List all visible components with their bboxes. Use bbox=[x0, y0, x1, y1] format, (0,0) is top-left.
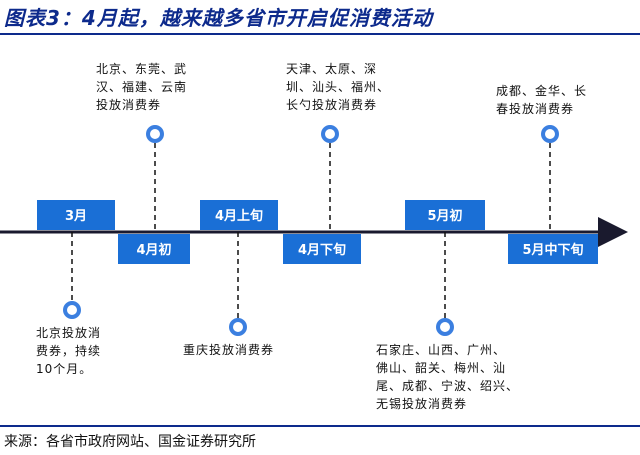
period-label-5-early: 5月初 bbox=[427, 208, 462, 224]
marker-ring-4-upper bbox=[229, 318, 247, 336]
marker-ring-3 bbox=[63, 301, 81, 319]
period-box-4-late bbox=[283, 234, 361, 264]
source-divider bbox=[0, 425, 640, 427]
period-box-3 bbox=[37, 200, 115, 230]
note-4-upper: 重庆投放消费券 bbox=[183, 343, 275, 357]
marker-ring-5-early bbox=[436, 318, 454, 336]
note-4-late: 天津、太原、深 圳、汕头、福州、 长勺投放消费券 bbox=[286, 62, 391, 112]
note-5-early: 石家庄、山西、广州、 佛山、韶关、梅州、汕 尾、成都、宁波、绍兴、 无锡投放消费… bbox=[376, 343, 520, 411]
period-label-4-early: 4月初 bbox=[136, 242, 171, 258]
note-5-late: 成都、金华、长 春投放消费券 bbox=[496, 84, 588, 116]
note-4-early: 北京、东莞、武 汉、福建、云南 投放消费券 bbox=[96, 62, 188, 112]
period-box-4-early bbox=[118, 234, 190, 264]
note-3: 北京投放消 费券，持续 10个月。 bbox=[36, 326, 102, 376]
source-note: 来源：各省市政府网站、国金证券研究所 bbox=[4, 434, 256, 450]
title-divider bbox=[0, 33, 640, 35]
marker-ring-4-late bbox=[321, 125, 339, 143]
marker-ring-5-late bbox=[541, 125, 559, 143]
period-box-5-late bbox=[508, 234, 598, 264]
period-box-4-upper bbox=[200, 200, 278, 230]
period-box-5-early bbox=[405, 200, 485, 230]
period-label-4-upper: 4月上旬 bbox=[215, 208, 263, 224]
period-label-5-late: 5月中下旬 bbox=[522, 242, 583, 258]
figure-title: 图表3：4月起，越来越多省市开启促消费活动 bbox=[4, 6, 433, 30]
period-label-4-late: 4月下旬 bbox=[298, 242, 346, 258]
period-label-3: 3月 bbox=[65, 209, 87, 224]
marker-ring-4-early bbox=[146, 125, 164, 143]
